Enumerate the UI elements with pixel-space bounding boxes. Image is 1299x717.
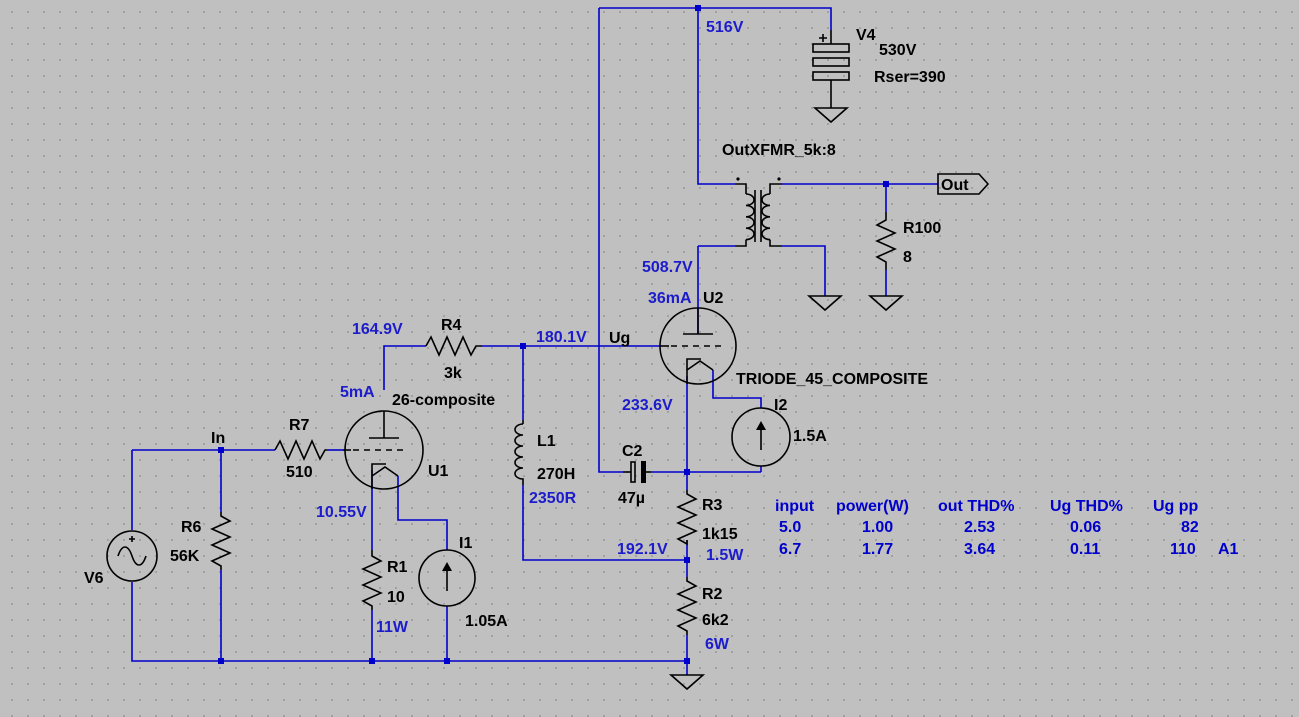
r6-value: 56K [170, 548, 200, 565]
ug-voltage: 180.1V [536, 329, 587, 346]
inductor-l1[interactable]: L1 270H 2350R [514, 420, 577, 507]
ug-net-label: Ug [609, 330, 630, 347]
triode-u2[interactable]: U2 TRIODE_45_COMPOSITE [659, 290, 928, 388]
c2-ref: C2 [622, 443, 643, 460]
table-cell: 1.77 [862, 541, 893, 558]
r2-power: 6W [705, 636, 730, 653]
output-transformer[interactable]: OutXFMR_5k:8 [722, 142, 836, 247]
r1-ref: R1 [387, 559, 408, 576]
i1-value: 1.05A [465, 613, 508, 630]
l1-dcr: 2350R [529, 490, 577, 507]
i2-value: 1.5A [793, 428, 827, 445]
xfmr-name: OutXFMR_5k:8 [722, 142, 836, 159]
table-cell: 0.11 [1070, 541, 1100, 558]
v4-ref: V4 [856, 27, 876, 44]
table-header-ug-pp: Ug pp [1153, 498, 1199, 515]
r4-value: 3k [444, 365, 462, 382]
v6-ref: V6 [84, 570, 104, 587]
i1-ref: I1 [459, 535, 472, 552]
wires [131, 7, 938, 675]
resistor-r6[interactable]: R6 56K [170, 512, 232, 570]
u2-current: 36mA [648, 290, 692, 307]
l1-ref: L1 [537, 433, 556, 450]
ground-r100-icon [867, 295, 905, 312]
ground-main-icon [668, 674, 706, 691]
resistor-r2[interactable]: R2 6k2 6W [676, 577, 730, 653]
table-row-note: A1 [1218, 541, 1239, 558]
in-net-label: In [211, 430, 225, 447]
r3-value: 1k15 [702, 526, 738, 543]
table-header-ug-thd: Ug THD% [1050, 498, 1123, 515]
table-header-out-thd: out THD% [938, 498, 1014, 515]
current-source-i1[interactable]: I1 1.05A [418, 535, 508, 630]
u2-plate-voltage: 508.7V [642, 259, 693, 276]
i2-ref: I2 [774, 397, 787, 414]
table-cell: 6.7 [779, 541, 801, 558]
table-header-input: input [775, 498, 815, 515]
r2-ref: R2 [702, 586, 723, 603]
r7-ref: R7 [289, 417, 310, 434]
capacitor-c2[interactable]: C2 47µ [618, 443, 651, 507]
table-cell: 82 [1181, 519, 1199, 536]
triode-u1[interactable]: 26-composite U1 [343, 392, 495, 490]
b-plus-voltage: 516V [706, 19, 744, 36]
ground-xfmr-icon [806, 295, 844, 312]
r100-value: 8 [903, 249, 912, 266]
v4-rser: Rser=390 [874, 69, 946, 86]
table-cell: 3.64 [964, 541, 995, 558]
u2-cathode-voltage: 233.6V [622, 397, 673, 414]
c2-value: 47µ [618, 490, 645, 507]
r1-value: 10 [387, 589, 405, 606]
r100-ref: R100 [903, 220, 941, 237]
u2-model: TRIODE_45_COMPOSITE [736, 371, 928, 388]
u1-ref: U1 [428, 463, 449, 480]
table-cell: 2.53 [964, 519, 995, 536]
battery-v4[interactable]: V4 530V Rser=390 [812, 27, 946, 108]
u1-model: 26-composite [392, 392, 495, 409]
r7-value: 510 [286, 464, 313, 481]
table-cell: 110 [1170, 541, 1196, 558]
out-port[interactable]: Out [937, 173, 990, 195]
voltage-source-v6[interactable]: V6 [84, 530, 158, 587]
junctions [218, 5, 889, 664]
r2-value: 6k2 [702, 612, 729, 629]
u1-current: 5mA [340, 384, 375, 401]
r4-ref: R4 [441, 317, 462, 334]
r6-ref: R6 [181, 519, 202, 536]
table-cell: 0.06 [1070, 519, 1101, 536]
current-source-i2[interactable]: I2 1.5A [731, 397, 827, 467]
table-cell: 1.00 [862, 519, 893, 536]
results-table: input power(W) out THD% Ug THD% Ug pp 5.… [775, 498, 1239, 558]
resistor-r4[interactable]: R4 3k [425, 317, 482, 382]
resistor-r7[interactable]: R7 510 [274, 417, 327, 481]
l1-value: 270H [537, 466, 575, 483]
r1-power: 11W [376, 619, 409, 636]
table-cell: 5.0 [779, 519, 801, 536]
resistor-r3[interactable]: R3 1k15 1.5W [676, 490, 744, 564]
resistor-r1[interactable]: R1 10 11W [361, 550, 409, 636]
v4-value: 530V [879, 42, 917, 59]
r3-r2-node-voltage: 192.1V [617, 541, 668, 558]
r3-power: 1.5W [706, 547, 744, 564]
table-header-power: power(W) [836, 498, 909, 515]
r3-ref: R3 [702, 497, 723, 514]
ground-v4-icon [812, 107, 850, 124]
u1-plate-voltage: 164.9V [352, 321, 403, 338]
resistor-r100[interactable]: R100 8 [875, 212, 941, 270]
u1-cathode-voltage: 10.55V [316, 504, 367, 521]
out-label: Out [941, 177, 969, 194]
node-annotations: 516V 508.7V 36mA 180.1V 164.9V 5mA 233.6… [316, 19, 744, 558]
u2-ref: U2 [703, 290, 724, 307]
